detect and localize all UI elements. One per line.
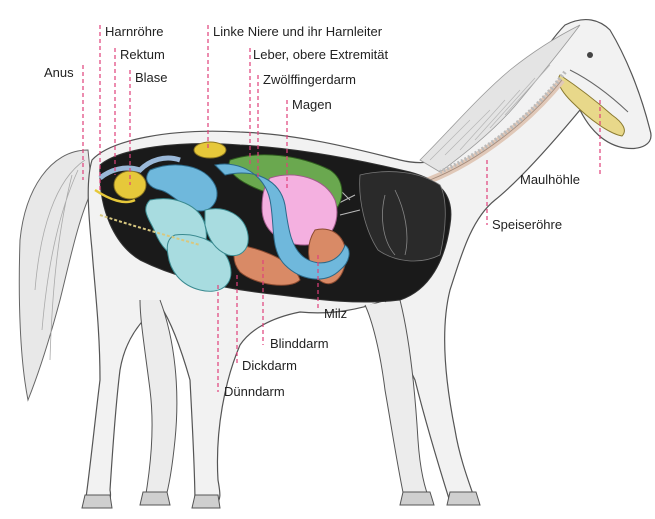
- label-magen: Magen: [292, 97, 332, 112]
- label-maulhoehle: Maulhöhle: [520, 172, 580, 187]
- label-zwoelffingerdarm: Zwölffingerdarm: [263, 72, 356, 87]
- label-leber: Leber, obere Extremität: [253, 47, 388, 62]
- label-milz: Milz: [324, 306, 347, 321]
- label-harnroehre: Harnröhre: [105, 24, 164, 39]
- label-speiseroehre: Speiseröhre: [492, 217, 562, 232]
- label-blase: Blase: [135, 70, 168, 85]
- label-dickdarm: Dickdarm: [242, 358, 297, 373]
- label-linke-niere: Linke Niere und ihr Harnleiter: [213, 24, 382, 39]
- label-rektum: Rektum: [120, 47, 165, 62]
- kidney: [194, 142, 226, 158]
- label-anus: Anus: [44, 65, 74, 80]
- label-duenndarm: Dünndarm: [224, 384, 285, 399]
- label-blinddarm: Blinddarm: [270, 336, 329, 351]
